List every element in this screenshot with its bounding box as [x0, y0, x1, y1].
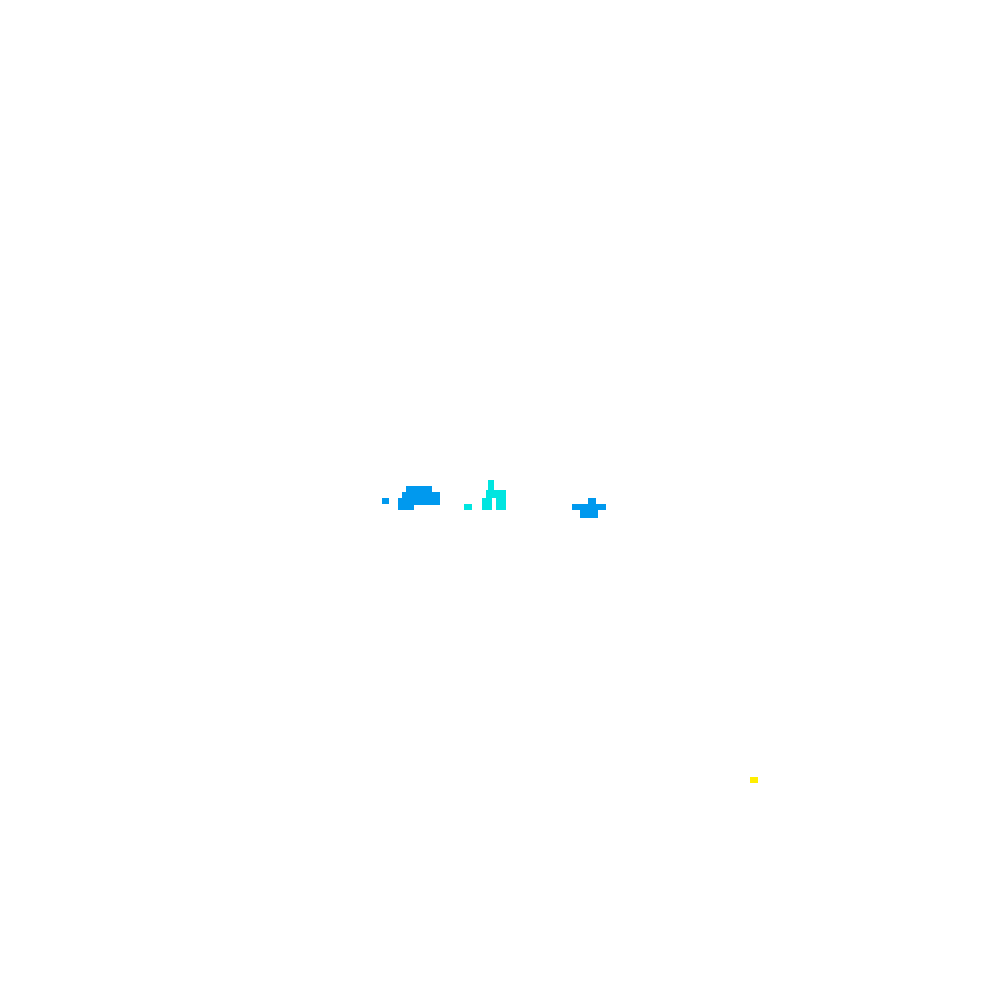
sprite-pixel: [464, 504, 472, 510]
sprite-pixel: [488, 480, 494, 490]
blue-sprite-left: [380, 484, 440, 514]
yellow-sprite: [748, 775, 760, 785]
sprite-pixel: [750, 777, 758, 783]
sprite-pixel: [572, 504, 606, 510]
sprite-pixel: [482, 498, 492, 510]
sprite-pixel: [496, 498, 506, 510]
sprite-pixel: [588, 498, 596, 504]
sprite-pixel: [580, 510, 598, 518]
blue-sprite-right: [570, 496, 610, 520]
sprite-pixel: [398, 498, 414, 510]
sprite-pixel: [486, 490, 506, 498]
cyan-sprite-center: [462, 478, 512, 514]
sprite-pixel: [382, 498, 389, 504]
sprite-pixel: [406, 486, 432, 492]
